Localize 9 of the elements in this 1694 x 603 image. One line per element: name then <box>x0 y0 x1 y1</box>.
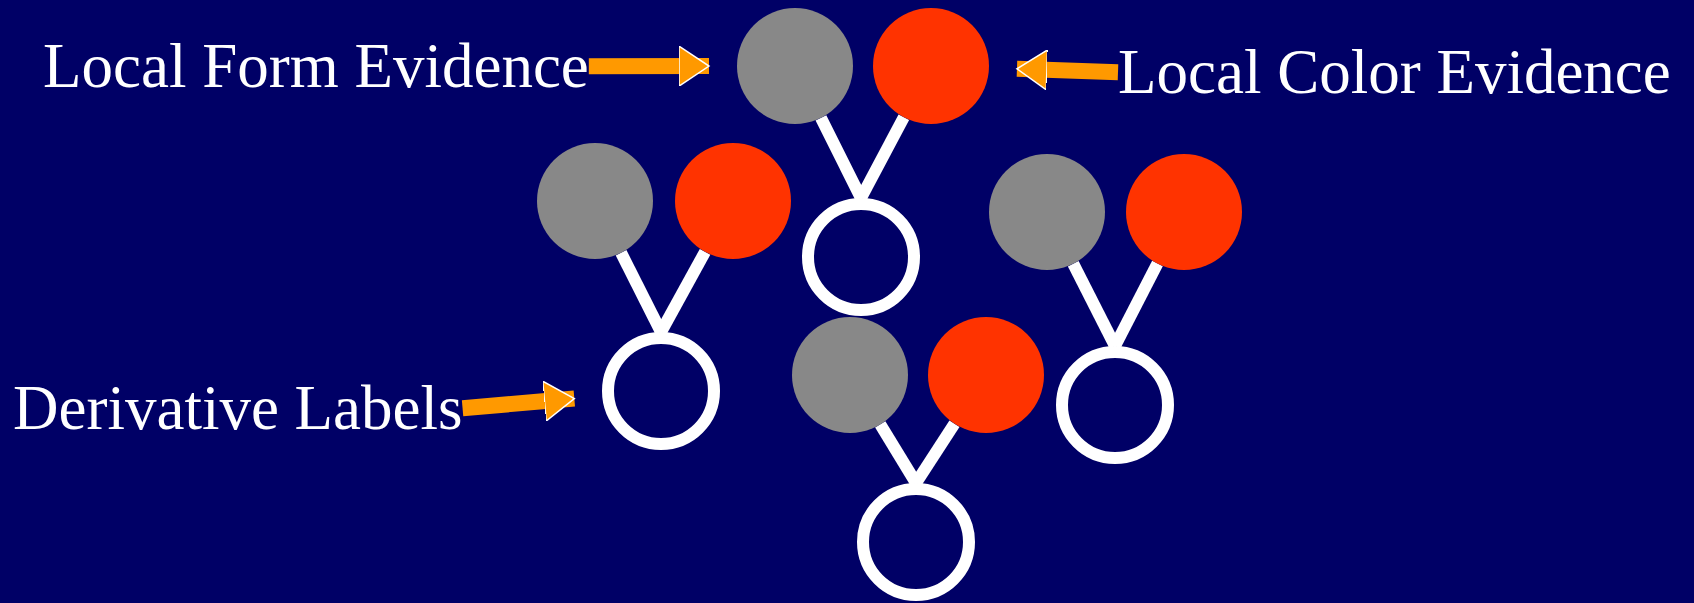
label-text: Derivative Labels <box>13 372 463 445</box>
arrow <box>1016 49 1119 91</box>
arrow <box>588 45 710 87</box>
arrow <box>461 380 576 422</box>
ring-circle <box>857 483 975 601</box>
label-text: Local Form Evidence <box>43 30 589 103</box>
label-text: Local Color Evidence <box>1118 36 1671 109</box>
ring-circle <box>602 332 720 450</box>
ring-circle <box>1056 346 1174 464</box>
